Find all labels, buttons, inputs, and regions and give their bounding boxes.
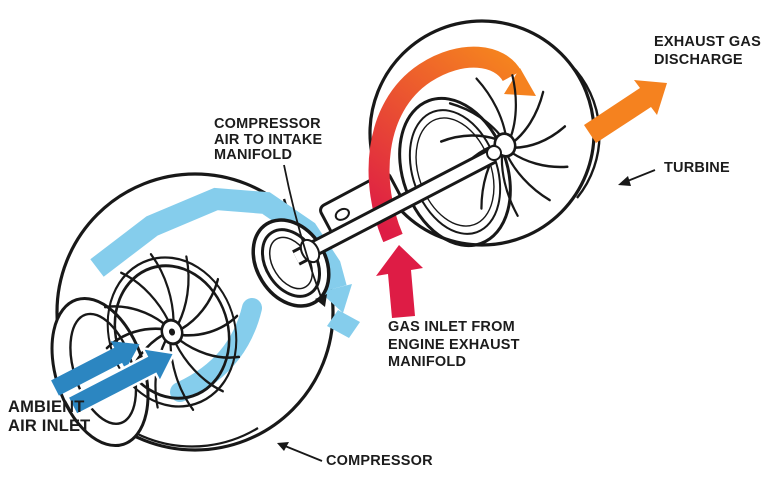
turbine-gas-spiral-arrowhead [504, 68, 536, 96]
label-turbine: TURBINE [664, 160, 730, 176]
ambient-air-inlet-arrow [51, 341, 177, 417]
turbo-shaft [292, 145, 502, 266]
label-exhaust-gas-discharge: EXHAUST GAS DISCHARGE [654, 34, 761, 68]
compressed-air-flow [90, 187, 360, 338]
compressed-air-arrowhead [320, 284, 352, 313]
exhaust-discharge-arrow [584, 80, 667, 143]
turbine-gas-spiral [368, 46, 536, 243]
compressed-air-chevron [327, 310, 360, 338]
pointer-lines [277, 164, 656, 462]
exhaust-gas-inlet-arrow [376, 245, 423, 318]
label-ambient-air-inlet: AMBIENT AIR INLET [8, 398, 91, 435]
label-compressor-air-to-intake-manifold: COMPRESSOR AIR TO INTAKE MANIFOLD [214, 116, 323, 163]
label-compressor: COMPRESSOR [326, 453, 433, 469]
label-gas-inlet-from-engine-exhaust-manifold: GAS INLET FROM ENGINE EXHAUST MANIFOLD [388, 319, 520, 370]
